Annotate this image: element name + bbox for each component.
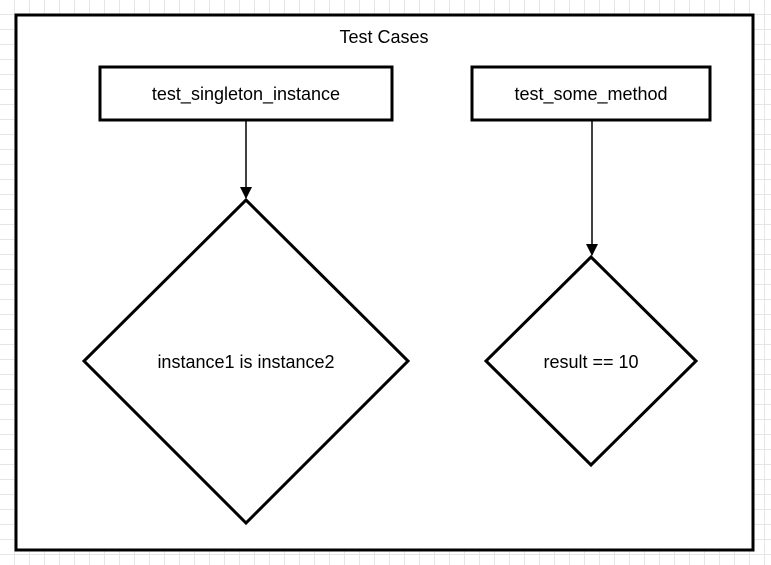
container-title: Test Cases [339, 27, 428, 47]
test-node-some-method[interactable]: test_some_method [470, 65, 712, 122]
decision-label: result == 10 [543, 352, 638, 372]
decision-node-some-method[interactable]: result == 10 [483, 254, 699, 468]
test-node-label: test_singleton_instance [152, 84, 340, 105]
decision-label: instance1 is instance2 [157, 352, 334, 372]
test-node-singleton-instance[interactable]: test_singleton_instance [98, 65, 394, 122]
test-node-label: test_some_method [514, 84, 667, 105]
decision-node-singleton[interactable]: instance1 is instance2 [81, 197, 411, 526]
